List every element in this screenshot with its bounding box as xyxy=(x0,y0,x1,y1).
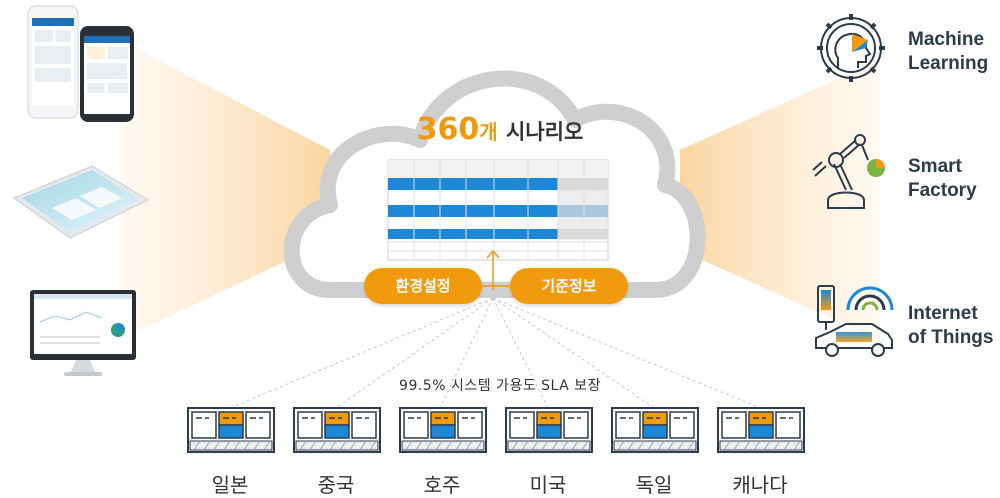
iot-line1: Internet xyxy=(908,303,978,324)
machine-learning-label: Machine Learning xyxy=(908,28,988,76)
smartphones-icon xyxy=(27,5,134,122)
right-beam xyxy=(680,60,880,340)
tablet-icon xyxy=(12,165,150,239)
scenario-text: 시나리오 xyxy=(506,120,584,144)
datacenter-canada-icon xyxy=(717,407,805,453)
iot-label: Internet of Things xyxy=(908,302,993,350)
datacenter-germany-icon xyxy=(611,407,699,453)
environment-settings-button[interactable]: 환경설정 xyxy=(364,268,482,304)
scenario-title: 360개 시나리오 xyxy=(380,112,620,147)
connected-car-icon xyxy=(815,285,894,357)
iot-line2: of Things xyxy=(908,327,994,348)
country-label-japan: 일본 xyxy=(211,473,249,497)
base-info-button[interactable]: 기준정보 xyxy=(510,268,628,304)
smart-factory-line2: Factory xyxy=(908,180,977,201)
datacenter-china-icon xyxy=(293,407,381,453)
left-beam xyxy=(120,40,330,340)
datacenter-australia-icon xyxy=(399,407,487,453)
country-label-germany: 독일 xyxy=(635,473,673,497)
country-label-australia: 호주 xyxy=(423,473,461,497)
scenario-table xyxy=(387,159,609,261)
datacenter-usa-icon xyxy=(505,407,593,453)
fan-lines xyxy=(229,297,761,409)
smart-factory-line1: Smart xyxy=(908,156,962,177)
smart-factory-label: Smart Factory xyxy=(908,155,977,203)
sla-caption: 99.5% 시스템 가용도 SLA 보장 xyxy=(399,378,601,394)
desktop-monitor-icon xyxy=(30,290,136,376)
datacenter-japan-icon xyxy=(187,407,275,453)
brain-gear-icon xyxy=(817,14,885,82)
scenario-unit: 개 xyxy=(479,120,498,144)
datacenter-group xyxy=(187,407,805,453)
scenario-number: 360 xyxy=(416,112,480,147)
machine-learning-line2: Learning xyxy=(908,53,989,74)
country-label-canada: 캐나다 xyxy=(732,473,788,497)
machine-learning-line1: Machine xyxy=(908,29,985,50)
robot-arm-icon xyxy=(812,134,885,209)
country-label-usa: 미국 xyxy=(529,473,567,497)
connector-arrow xyxy=(482,249,510,290)
country-label-china: 중국 xyxy=(317,473,355,497)
